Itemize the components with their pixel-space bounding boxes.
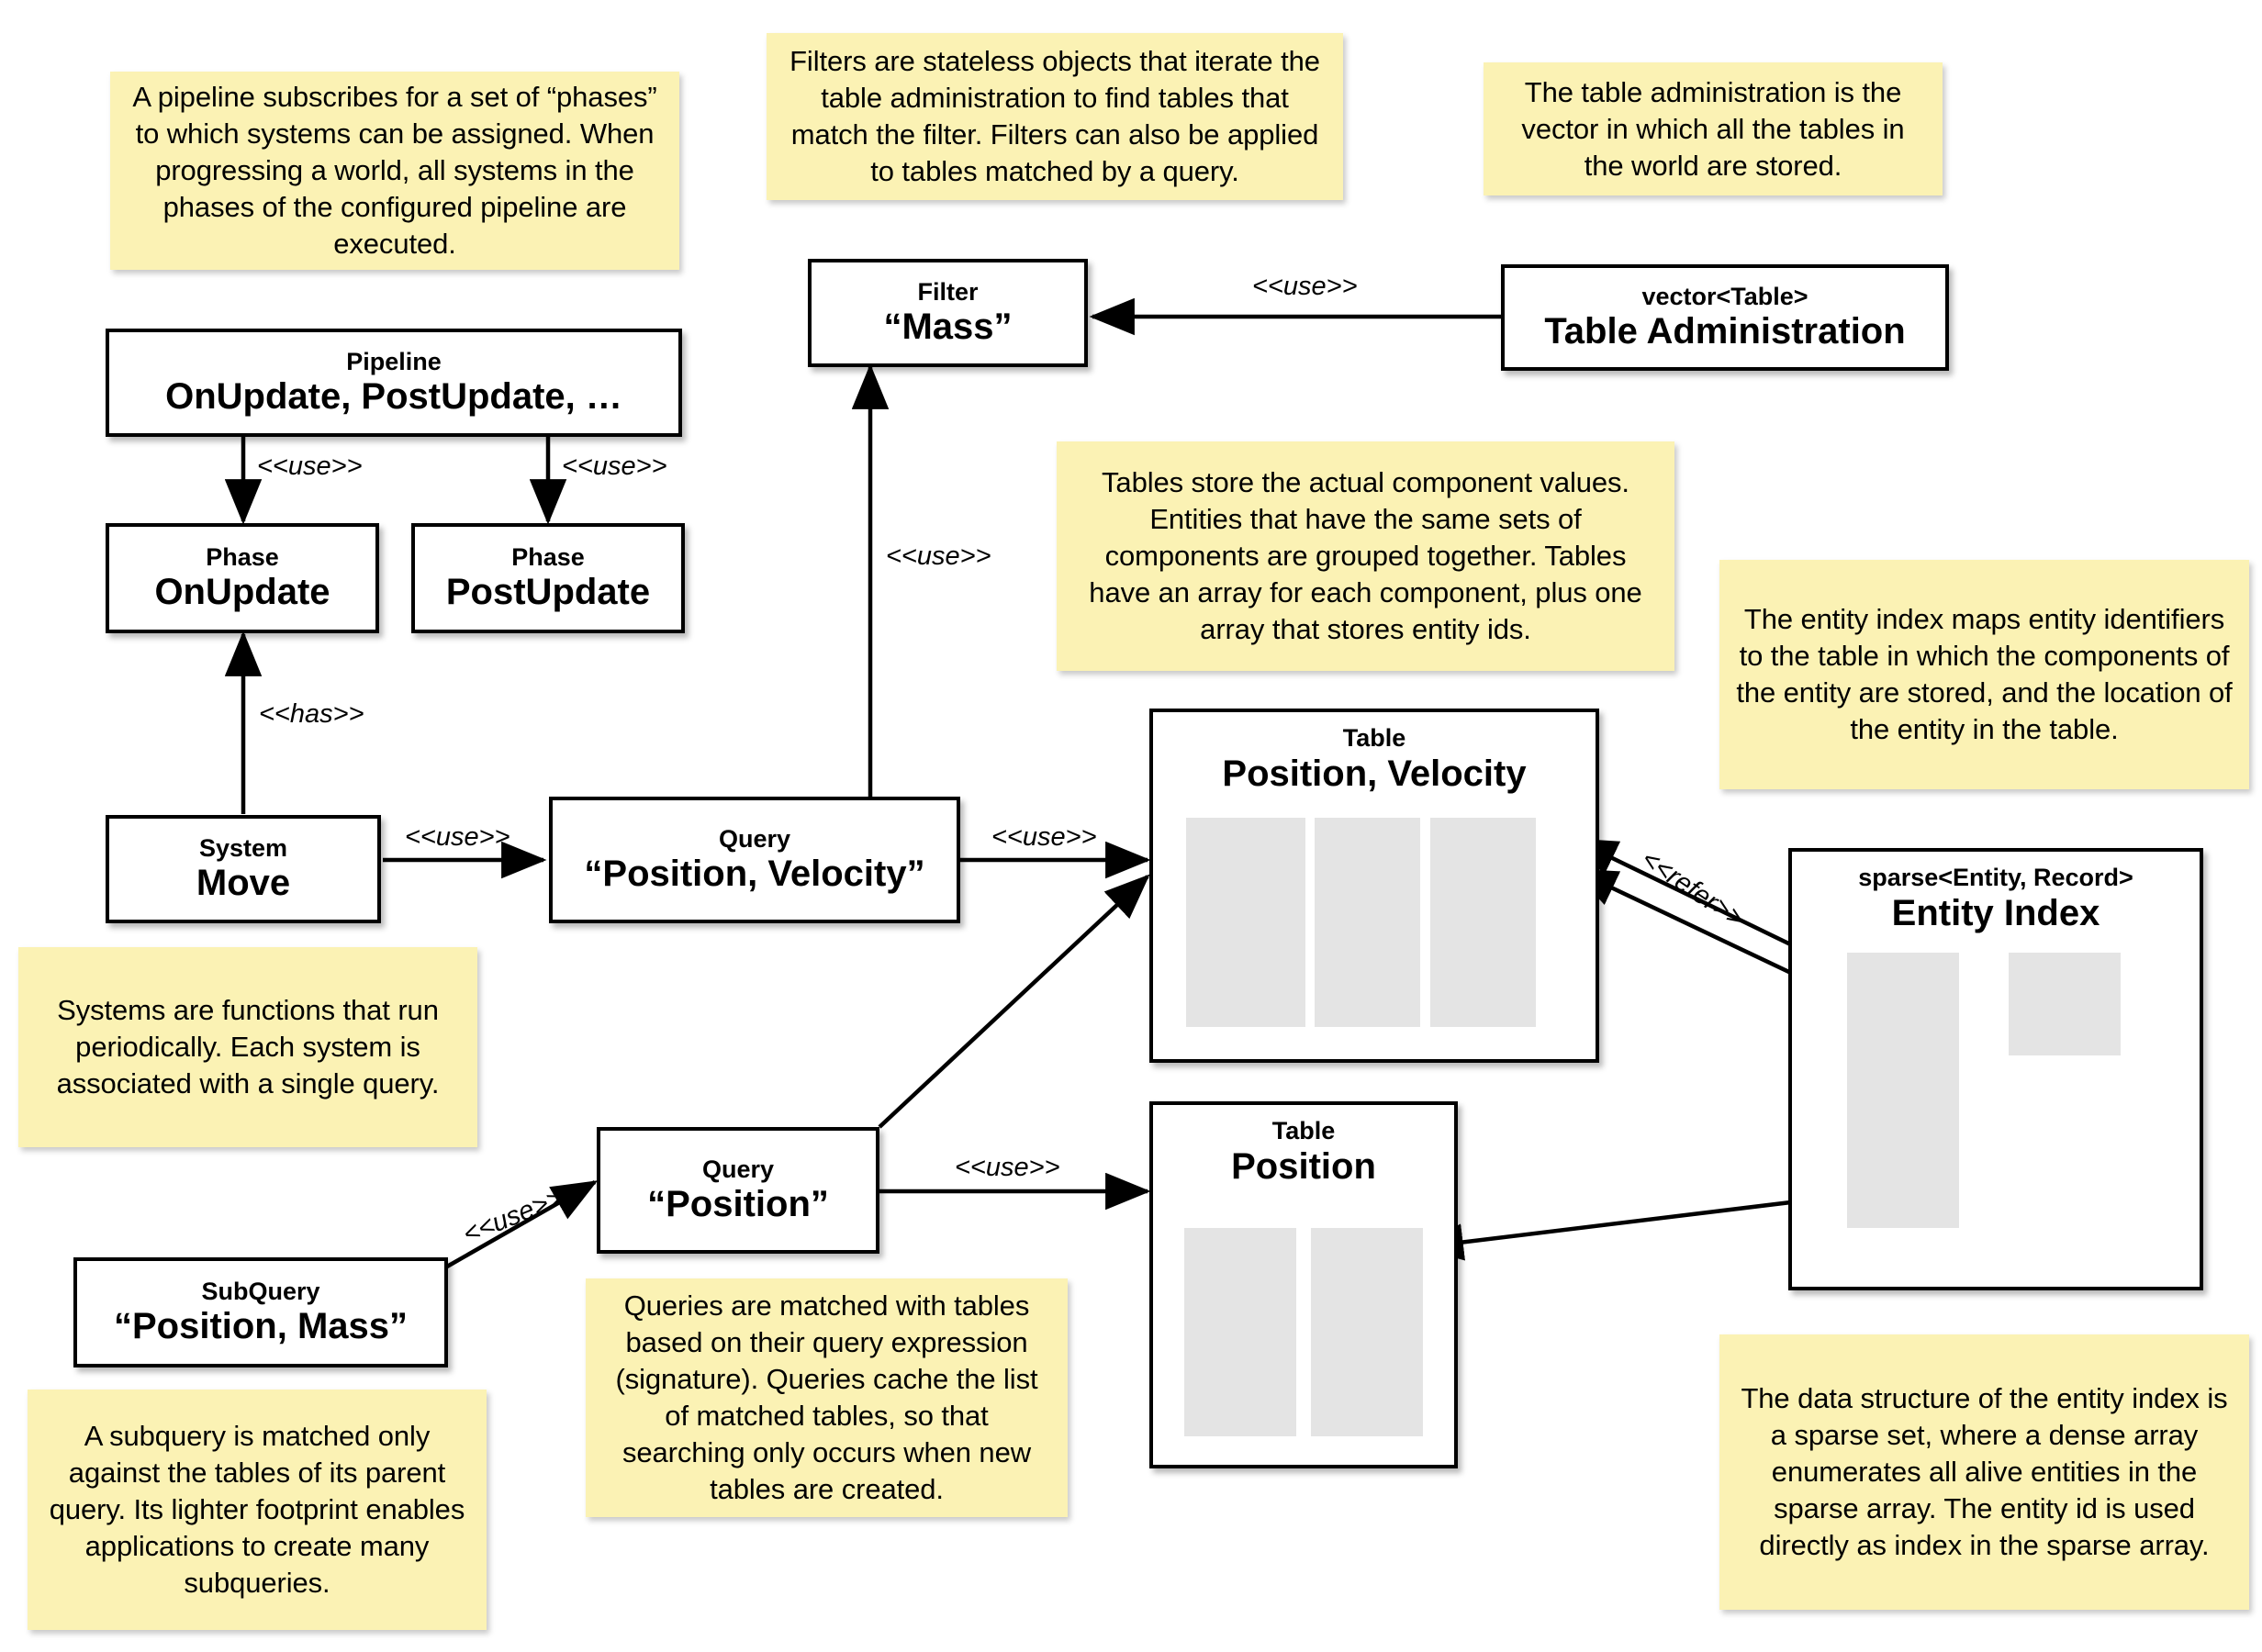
label-query-pv-table: <<use>>	[991, 822, 1097, 852]
box-pipeline[interactable]: Pipeline OnUpdate, PostUpdate, …	[106, 329, 682, 437]
box-phase-postupdate-name: PostUpdate	[445, 572, 651, 613]
table-pv-column-3	[1430, 818, 1536, 1027]
note-systems-text: Systems are functions that run periodica…	[56, 994, 440, 1099]
label-query-position-table: <<use>>	[955, 1153, 1060, 1182]
box-table-administration-stereotype: vector<Table>	[1641, 282, 1808, 310]
box-phase-postupdate-stereotype: Phase	[511, 542, 585, 571]
label-tableadmin-filter: <<use>>	[1252, 272, 1358, 301]
note-queries: Queries are matched with tables based on…	[586, 1278, 1068, 1517]
note-subquery: A subquery is matched only against the t…	[28, 1390, 487, 1630]
box-query-position-velocity-name: “Position, Velocity”	[584, 854, 925, 895]
label-system-phase: <<has>>	[259, 699, 364, 729]
note-systems: Systems are functions that run periodica…	[18, 947, 477, 1147]
box-query-position-velocity[interactable]: Query “Position, Velocity”	[549, 797, 960, 923]
note-sparse-set: The data structure of the entity index i…	[1719, 1334, 2249, 1610]
label-query-pv-filter: <<use>>	[886, 541, 991, 571]
box-phase-postupdate[interactable]: Phase PostUpdate	[411, 523, 685, 633]
box-table-administration-name: Table Administration	[1544, 311, 1906, 352]
box-table-position-name: Position	[1231, 1145, 1376, 1187]
note-filter-text: Filters are stateless objects that itera…	[789, 45, 1320, 187]
note-table-administration-text: The table administration is the vector i…	[1521, 75, 1905, 182]
note-tables: Tables store the actual component values…	[1057, 441, 1674, 671]
box-query-position-stereotype: Query	[701, 1155, 775, 1183]
box-subquery-position-mass-stereotype: SubQuery	[201, 1277, 320, 1305]
box-entity-index-name: Entity Index	[1891, 892, 2100, 933]
box-system-move[interactable]: System Move	[106, 815, 381, 923]
box-pipeline-name: OnUpdate, PostUpdate, …	[165, 376, 622, 418]
note-subquery-text: A subquery is matched only against the t…	[49, 1420, 465, 1599]
box-query-position-name: “Position”	[647, 1184, 829, 1225]
box-filter-mass[interactable]: Filter “Mass”	[808, 259, 1088, 367]
table-pv-column-2	[1315, 818, 1420, 1027]
table-pv-column-1	[1186, 818, 1305, 1027]
box-phase-onupdate-name: OnUpdate	[154, 572, 330, 613]
box-table-position-velocity-stereotype: Table	[1342, 724, 1406, 752]
label-subquery-query: <<use>>	[459, 1183, 568, 1250]
note-tables-text: Tables store the actual component values…	[1089, 466, 1642, 645]
box-filter-mass-name: “Mass”	[883, 307, 1013, 348]
entity-index-sparse-array	[1847, 953, 1959, 1228]
label-pipeline-onupdate: <<use>>	[257, 452, 363, 481]
box-entity-index-stereotype: sparse<Entity, Record>	[1858, 864, 2133, 891]
table-position-column-1	[1184, 1228, 1296, 1436]
box-query-position-velocity-stereotype: Query	[718, 824, 791, 853]
box-system-move-stereotype: System	[198, 833, 288, 862]
note-pipeline: A pipeline subscribes for a set of “phas…	[110, 72, 679, 270]
box-filter-mass-stereotype: Filter	[917, 277, 979, 306]
label-system-query: <<use>>	[405, 822, 510, 852]
table-position-column-2	[1311, 1228, 1423, 1436]
note-table-administration: The table administration is the vector i…	[1484, 62, 1943, 195]
box-pipeline-stereotype: Pipeline	[346, 347, 442, 375]
box-subquery-position-mass[interactable]: SubQuery “Position, Mass”	[73, 1257, 448, 1367]
note-entity-index: The entity index maps entity identifiers…	[1719, 560, 2249, 789]
note-sparse-set-text: The data structure of the entity index i…	[1741, 1382, 2228, 1561]
box-phase-onupdate-stereotype: Phase	[206, 542, 279, 571]
note-filter: Filters are stateless objects that itera…	[767, 33, 1343, 200]
box-table-administration[interactable]: vector<Table> Table Administration	[1501, 264, 1949, 371]
box-subquery-position-mass-name: “Position, Mass”	[113, 1306, 409, 1347]
box-table-position-stereotype: Table	[1271, 1117, 1336, 1144]
note-pipeline-text: A pipeline subscribes for a set of “phas…	[132, 81, 657, 260]
label-pipeline-postupdate: <<use>>	[562, 452, 667, 481]
label-entityindex-refer: <<refer>>	[1636, 844, 1750, 934]
note-entity-index-text: The entity index maps entity identifiers…	[1736, 603, 2233, 745]
box-phase-onupdate[interactable]: Phase OnUpdate	[106, 523, 379, 633]
box-system-move-name: Move	[196, 863, 291, 904]
entity-index-dense-array	[2009, 953, 2121, 1055]
note-queries-text: Queries are matched with tables based on…	[615, 1289, 1038, 1505]
box-query-position[interactable]: Query “Position”	[597, 1127, 879, 1254]
box-table-position-velocity-name: Position, Velocity	[1222, 753, 1527, 794]
